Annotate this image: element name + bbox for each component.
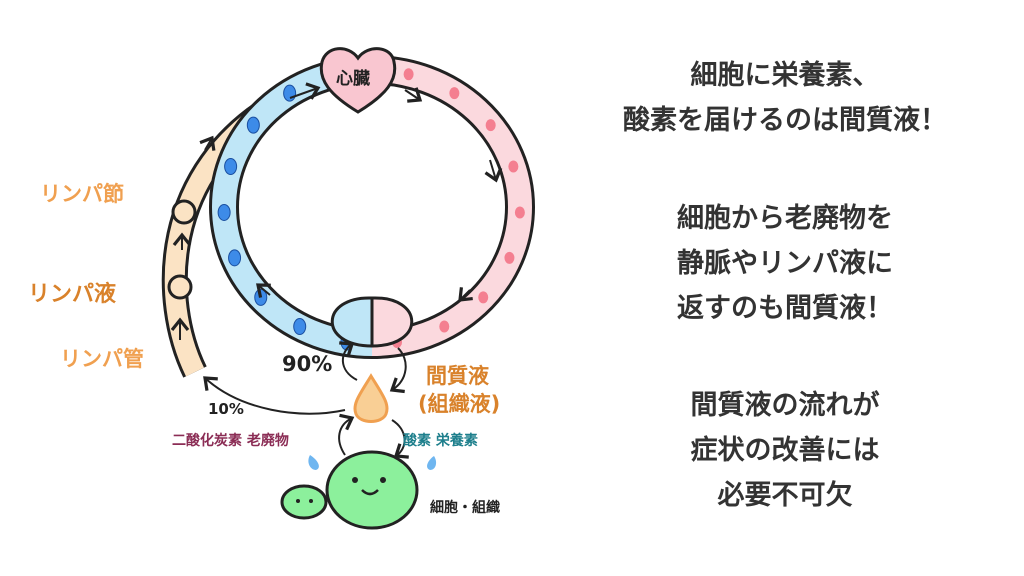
blue-blood-cell [246, 116, 260, 134]
message-line: 酸素を届けるのは間質液！ [623, 105, 947, 136]
cell-eye [309, 499, 313, 503]
blue-blood-cell [224, 157, 238, 175]
interstitial-fluid-droplet-icon [353, 373, 389, 423]
message-line: 必要不可欠 [717, 480, 853, 511]
blue-blood-cell [228, 249, 242, 267]
capillary-vein-side [330, 296, 374, 348]
arrow-icon [389, 347, 407, 394]
pct-10: 10% [208, 400, 244, 418]
blue-blood-cell [217, 203, 231, 221]
red-blood-cell [508, 160, 519, 173]
pct-90: 90% [282, 352, 333, 376]
heart-label: 心臓 [336, 69, 370, 89]
arrow-icon [484, 159, 503, 183]
sweat-icon [427, 456, 437, 470]
message-line: 静脈やリンパ液に [677, 248, 893, 279]
flow-arrows [170, 82, 503, 459]
message-block-1: 細胞に栄養素、 酸素を届けるのは間質液！ [560, 53, 1010, 143]
arrow-icon [199, 135, 216, 151]
blue-blood-cell [293, 318, 307, 336]
red-blood-cell [403, 68, 414, 81]
message-line: 間質液の流れが [690, 390, 880, 421]
cell-eye [296, 499, 300, 503]
message-line: 細胞から老廃物を [677, 203, 893, 234]
cell-eye [380, 477, 386, 483]
arrow-icon [203, 376, 346, 415]
nutrients-label: 酸素 栄養素 [403, 433, 478, 449]
red-blood-cell [504, 251, 515, 264]
message-block-2: 細胞から老廃物を 静脈やリンパ液に 返すのも間質液！ [560, 196, 1010, 331]
arrow-icon [339, 341, 358, 381]
red-blood-cell [449, 87, 460, 100]
lymph-fluid-label: リンパ液 [28, 282, 117, 307]
arrow-icon [458, 287, 473, 302]
arrow-icon [404, 87, 423, 103]
red-blood-cell [485, 119, 496, 132]
blood-cells [217, 65, 525, 351]
arrow-icon [338, 413, 355, 456]
lymph-vessel-label: リンパ管 [60, 347, 144, 371]
capillary-artery-side [370, 296, 414, 348]
interstitial-label: 間質液 [426, 364, 489, 388]
red-blood-cell [439, 320, 450, 333]
interstitial-sub-label: (組織液) [418, 392, 501, 416]
arrow-icon [289, 82, 321, 100]
message-line: 返すのも間質液！ [677, 293, 893, 324]
lymph-node [167, 274, 193, 300]
blue-blood-cell [283, 84, 297, 102]
sweat-icon [308, 455, 319, 470]
lymph-node-label: リンパ節 [40, 182, 124, 206]
cells-label: 細胞・組織 [430, 500, 500, 516]
waste-label: 二酸化炭素 老廃物 [172, 433, 289, 449]
message-block-3: 間質液の流れが 症状の改善には 必要不可欠 [560, 383, 1010, 518]
lymph-node [171, 199, 197, 225]
arrow-icon [256, 283, 271, 298]
heart-icon [319, 47, 397, 114]
cell-smile [361, 489, 379, 496]
message-line: 細胞に栄養素、 [690, 60, 880, 91]
red-blood-cell [514, 206, 525, 219]
cell-large [325, 450, 419, 530]
cell-small [280, 484, 328, 520]
arrow-icon [391, 419, 409, 459]
message-line: 症状の改善には [690, 435, 880, 466]
cell-eye [352, 477, 358, 483]
red-blood-cell [478, 291, 489, 304]
